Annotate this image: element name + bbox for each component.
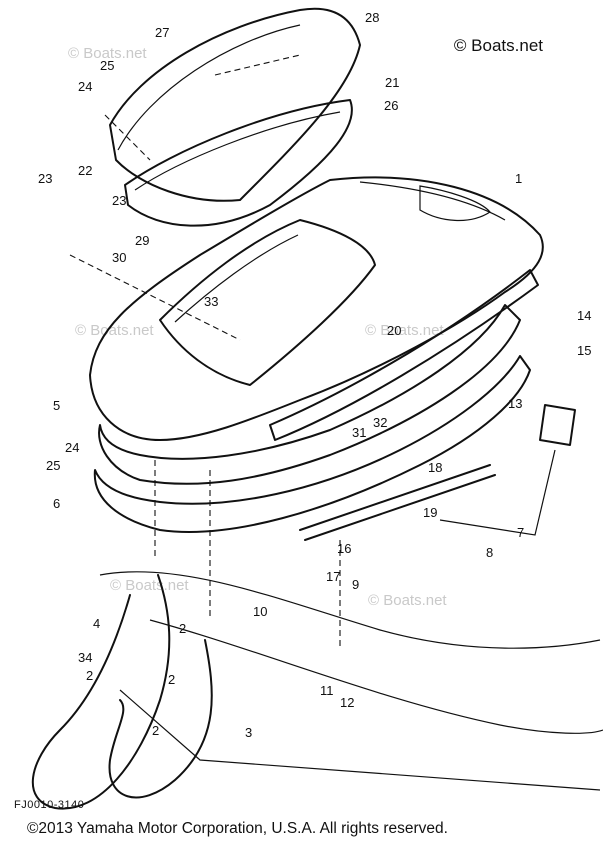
callout-9: 9 bbox=[352, 577, 359, 592]
callout-10: 10 bbox=[253, 604, 267, 619]
callouts: 1 2 2 2 2 3 4 5 6 7 8 9 10 11 12 13 14 1… bbox=[38, 10, 591, 740]
callout-25: 25 bbox=[100, 58, 114, 73]
callout-24: 24 bbox=[65, 440, 79, 455]
callout-2: 2 bbox=[168, 672, 175, 687]
callout-7: 7 bbox=[517, 525, 524, 540]
callout-6: 6 bbox=[53, 496, 60, 511]
watermark-text: © Boats.net bbox=[110, 577, 189, 594]
callout-12: 12 bbox=[340, 695, 354, 710]
callout-34: 34 bbox=[78, 650, 92, 665]
watermark-text: © Boats.net bbox=[68, 45, 147, 62]
hatch-cover bbox=[109, 7, 361, 227]
callout-21: 21 bbox=[385, 75, 399, 90]
callout-30: 30 bbox=[112, 250, 126, 265]
callout-18: 18 bbox=[428, 460, 442, 475]
callout-25: 25 bbox=[46, 458, 60, 473]
callout-2: 2 bbox=[152, 723, 159, 738]
engine-cover bbox=[89, 176, 544, 441]
callout-1: 1 bbox=[515, 171, 522, 186]
assembly-leaders bbox=[69, 54, 341, 650]
callout-11: 11 bbox=[320, 683, 334, 698]
callout-32: 32 bbox=[373, 415, 387, 430]
watermark-text: © Boats.net bbox=[75, 322, 154, 339]
callout-5: 5 bbox=[53, 398, 60, 413]
callout-22: 22 bbox=[78, 163, 92, 178]
callout-13: 13 bbox=[508, 396, 522, 411]
callout-20: 20 bbox=[387, 323, 401, 338]
callout-17: 17 bbox=[326, 569, 340, 584]
callout-28: 28 bbox=[365, 10, 379, 25]
hull-outline bbox=[99, 571, 603, 791]
callout-8: 8 bbox=[486, 545, 493, 560]
callout-23: 23 bbox=[38, 171, 52, 186]
copyright-notice: ©2013 Yamaha Motor Corporation, U.S.A. A… bbox=[27, 820, 448, 837]
seal-band bbox=[93, 304, 531, 533]
callout-27: 27 bbox=[155, 25, 169, 40]
callout-4: 4 bbox=[93, 616, 100, 631]
callout-31: 31 bbox=[352, 425, 366, 440]
watermark-text: © Boats.net bbox=[365, 322, 444, 339]
callout-14: 14 bbox=[577, 308, 591, 323]
watermark-text: © Boats.net bbox=[368, 592, 447, 609]
watermark-header: © Boats.net bbox=[453, 36, 543, 55]
callout-2: 2 bbox=[179, 621, 186, 636]
hinge-assembly bbox=[299, 404, 576, 541]
grab-handles bbox=[31, 574, 213, 810]
callout-23: 23 bbox=[112, 193, 126, 208]
callout-3: 3 bbox=[245, 725, 252, 740]
callout-16: 16 bbox=[337, 541, 351, 556]
callout-15: 15 bbox=[577, 343, 591, 358]
callout-2: 2 bbox=[86, 668, 93, 683]
drawing-code: FJ0010-3140 bbox=[14, 799, 85, 811]
callout-19: 19 bbox=[423, 505, 437, 520]
callout-24: 24 bbox=[78, 79, 92, 94]
callout-29: 29 bbox=[135, 233, 149, 248]
callout-33: 33 bbox=[204, 294, 218, 309]
callout-26: 26 bbox=[384, 98, 398, 113]
